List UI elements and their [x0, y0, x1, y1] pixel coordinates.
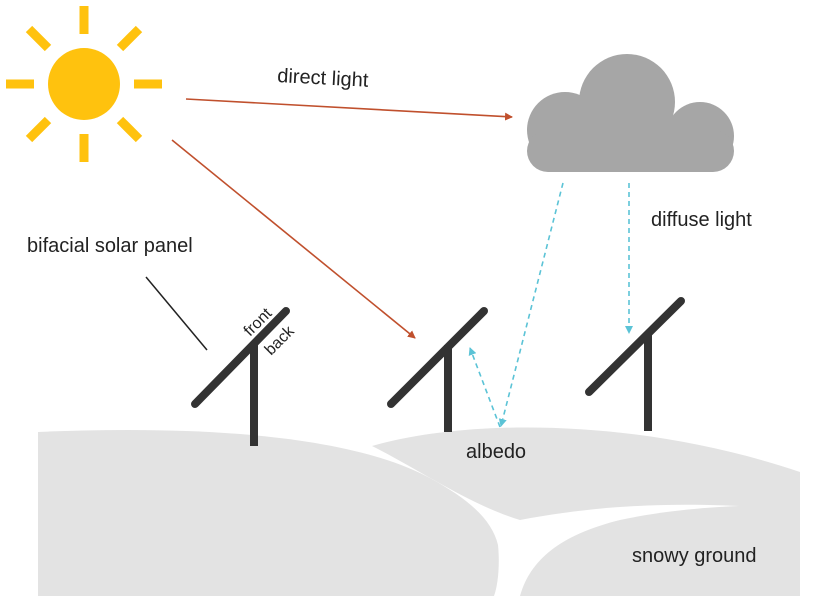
snowy-ground — [38, 427, 800, 596]
direct-light-label: direct light — [277, 65, 370, 92]
albedo-label: albedo — [466, 441, 526, 463]
albedo-ray — [468, 347, 501, 428]
snowy-ground-label: snowy ground — [632, 545, 757, 567]
solar-panel-1 — [191, 307, 290, 446]
ground-hill-left — [38, 429, 499, 596]
ground-hill-front — [520, 505, 800, 596]
ground-hill-right — [372, 427, 800, 520]
direct-ray-to-cloud — [185, 98, 513, 121]
diffuse-light-label: diffuse light — [651, 209, 752, 231]
bifacial-panel-label: bifacial solar panel — [27, 235, 193, 257]
solar-panel-2 — [387, 307, 488, 432]
cloud-icon — [527, 54, 734, 172]
solar-panel-3 — [585, 297, 685, 431]
diffuse-ray-to-ground — [498, 182, 564, 427]
direct-ray-to-panel — [171, 139, 416, 339]
panel-label-pointer — [145, 276, 208, 351]
sun-icon — [6, 6, 162, 162]
